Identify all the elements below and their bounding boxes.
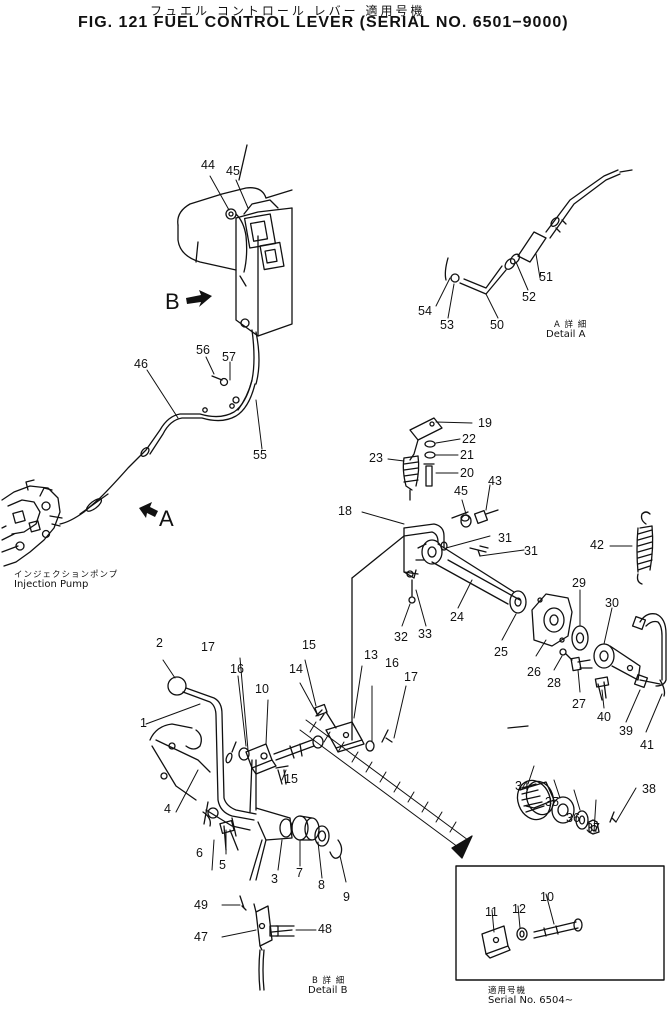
- callout-45: 45: [226, 164, 240, 178]
- rod-end-and-block: [225, 705, 392, 784]
- callout-44: 44: [201, 158, 215, 172]
- callout-27: 27: [572, 697, 586, 711]
- collar-washer-clip: [292, 816, 342, 858]
- callout-47: 47: [194, 930, 208, 944]
- callout-5: 5: [219, 858, 226, 872]
- callout-17b: 17: [404, 670, 418, 684]
- stop-bracket: [532, 594, 588, 650]
- title-japanese: フュエル コントロール レバー 適用号機: [150, 4, 426, 18]
- callout-54: 54: [418, 304, 432, 318]
- detail-b-caption-jp: B 詳 細: [312, 976, 346, 986]
- callout-14: 14: [289, 662, 303, 676]
- callout-49: 49: [194, 898, 208, 912]
- callout-53: 53: [440, 318, 454, 332]
- callout-19: 19: [478, 416, 492, 430]
- callout-11: 11: [485, 905, 498, 919]
- serial-caption-jp: 適用号機: [488, 986, 527, 996]
- callout-16b: 16: [385, 656, 399, 670]
- view-arrows: [139, 290, 212, 518]
- lever-30: [560, 644, 640, 700]
- callout-7: 7: [296, 866, 303, 880]
- callout-13: 13: [364, 648, 378, 662]
- fuel-control-console: [178, 145, 292, 410]
- callout-40: 40: [597, 710, 611, 724]
- figure-title: FIG. 121 FUEL CONTROL LEVER (SERIAL NO. …: [78, 14, 569, 31]
- detail-b-caption: Detail B: [308, 985, 348, 996]
- serial-caption: Serial No. 6504∼: [488, 995, 574, 1006]
- injection-pump-caption-jp: インジェクションポンプ: [14, 570, 119, 580]
- callout-2: 2: [156, 636, 163, 650]
- callout-33: 33: [418, 627, 432, 641]
- callout-21: 21: [460, 448, 474, 462]
- leader-lines: [146, 176, 662, 937]
- callout-16a: 16: [230, 662, 244, 676]
- callout-6: 6: [196, 846, 203, 860]
- callout-10: 10: [255, 682, 269, 696]
- injection-pump-caption: Injection Pump: [14, 579, 89, 590]
- link-rod: [352, 536, 404, 740]
- callout-9: 9: [343, 890, 350, 904]
- damper-stack: [508, 726, 616, 834]
- view-label-b: B: [165, 289, 180, 314]
- callout-30: 30: [605, 596, 619, 610]
- detail-a-caption-jp: A 詳 細: [554, 320, 588, 330]
- callout-26: 26: [527, 665, 541, 679]
- callout-56: 56: [196, 343, 210, 357]
- serial-detail-arrow: [300, 720, 472, 858]
- bolts-5-6: [204, 802, 238, 850]
- callout-37: 37: [586, 821, 600, 835]
- callout-24: 24: [450, 610, 464, 624]
- callout-12: 12: [512, 902, 526, 916]
- callout-50: 50: [490, 318, 504, 332]
- callout-17a: 17: [201, 640, 215, 654]
- callout-48: 48: [318, 922, 332, 936]
- callout-42: 42: [590, 538, 604, 552]
- view-label-a: A: [159, 506, 174, 531]
- callout-22: 22: [462, 432, 476, 446]
- callout-3: 3: [271, 872, 278, 886]
- callout-31b: 31: [524, 544, 538, 558]
- callout-52: 52: [522, 290, 536, 304]
- callout-18: 18: [338, 504, 352, 518]
- callout-25: 25: [494, 645, 508, 659]
- callout-15a: 15: [302, 638, 316, 652]
- callout-51: 51: [539, 270, 553, 284]
- callout-34: 34: [515, 779, 529, 793]
- callout-46: 46: [134, 357, 148, 371]
- callout-57: 57: [222, 350, 236, 364]
- callout-35: 35: [545, 795, 559, 809]
- callout-36: 36: [566, 811, 580, 825]
- serial-variant-box: [456, 866, 664, 980]
- callout-29: 29: [572, 576, 586, 590]
- callout-10b: 10: [540, 890, 554, 904]
- bracket-spring-assembly: [403, 418, 444, 578]
- callout-32: 32: [394, 630, 408, 644]
- callout-45b: 45: [454, 484, 468, 498]
- callout-43: 43: [488, 474, 502, 488]
- cross-shaft: [409, 510, 526, 613]
- callout-31a: 31: [498, 531, 512, 545]
- callout-1: 1: [140, 716, 147, 730]
- injection-pump: [2, 480, 62, 566]
- callout-41: 41: [640, 738, 654, 752]
- detail-a-caption: Detail A: [546, 329, 586, 340]
- callout-15b: 15: [284, 772, 298, 786]
- detail-b-clevis: [240, 896, 294, 990]
- callout-39: 39: [619, 724, 633, 738]
- callout-23: 23: [369, 451, 383, 465]
- control-cable: [60, 376, 255, 524]
- control-lever-assembly: [150, 677, 292, 880]
- callout-8: 8: [318, 878, 325, 892]
- callout-28: 28: [547, 676, 561, 690]
- callout-55: 55: [253, 448, 267, 462]
- bolt-43-45: [461, 515, 471, 527]
- return-spring-and-rod: [633, 512, 666, 696]
- callout-38: 38: [642, 782, 656, 796]
- callout-20: 20: [460, 466, 474, 480]
- callout-4: 4: [164, 802, 171, 816]
